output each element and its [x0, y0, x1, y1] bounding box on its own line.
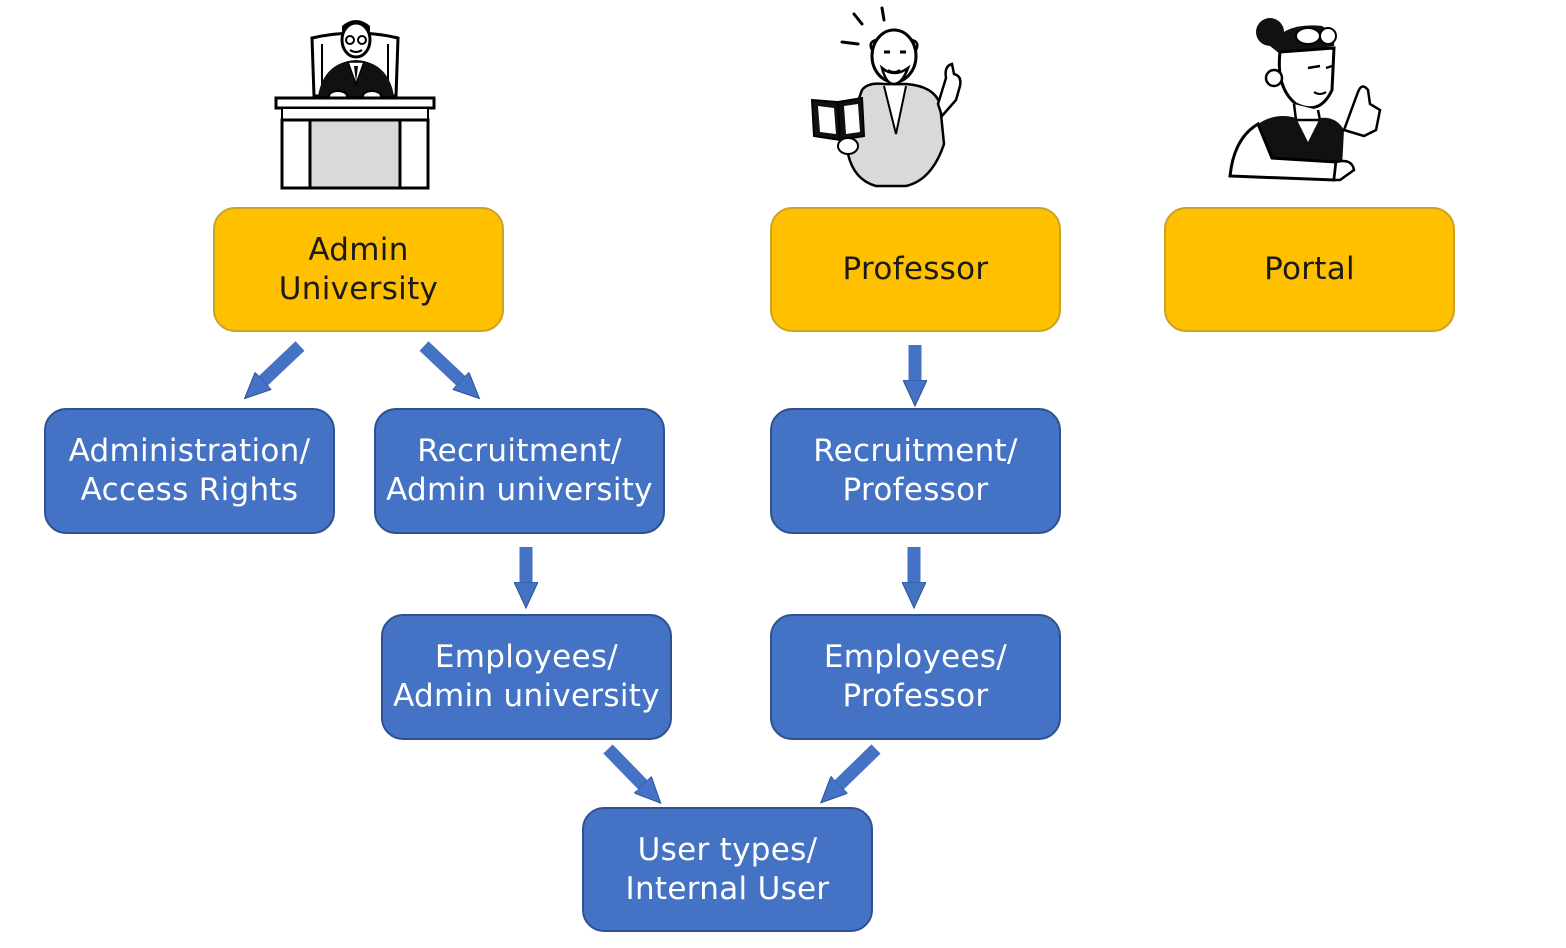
professor-with-book-icon — [810, 6, 962, 188]
woman-pointing-icon — [1228, 18, 1382, 182]
node-administration-access-rights: Administration/ Access Rights — [44, 408, 335, 534]
node-user-types-line2: Internal User — [625, 870, 830, 907]
node-employees-prof-line2: Professor — [842, 678, 989, 714]
node-recruit-prof-line1: Recruitment/ — [813, 433, 1018, 469]
node-admin-access-line2: Access Rights — [80, 472, 299, 508]
node-employees-admin-university: Employees/ Admin university — [381, 614, 672, 740]
node-recruit-prof-line2: Professor — [842, 472, 989, 508]
arrow-admin-to-recruit — [419, 341, 462, 382]
node-employees-professor: Employees/ Professor — [770, 614, 1061, 740]
node-employees-admin-line2: Admin university — [393, 678, 660, 714]
node-user-types-internal-user: User types/ Internal User — [582, 807, 873, 932]
role-portal-label: Portal — [1264, 251, 1355, 287]
node-admin-access-line1: Administration/ — [68, 433, 311, 469]
arrow-admin-to-access — [262, 341, 305, 382]
node-recruitment-admin-university: Recruitment/ Admin university — [374, 408, 665, 534]
role-admin-line2: University — [278, 270, 439, 307]
arrow-employees-prof-to-usertypes — [838, 744, 881, 786]
node-recruit-admin-line2: Admin university — [386, 472, 653, 508]
node-user-types-line1: User types/ — [637, 831, 818, 868]
role-admin-university: Admin University — [213, 207, 504, 332]
role-portal: Portal — [1164, 207, 1455, 332]
role-admin-line1: Admin — [308, 231, 409, 268]
node-employees-admin-line1: Employees/ — [434, 639, 619, 675]
arrow-employees-admin-to-usertypes — [603, 744, 644, 786]
node-employees-prof-line1: Employees/ — [823, 639, 1008, 675]
role-professor: Professor — [770, 207, 1061, 332]
executive-at-desk-icon — [274, 20, 436, 190]
role-professor-label: Professor — [842, 251, 989, 287]
node-recruitment-professor: Recruitment/ Professor — [770, 408, 1061, 534]
node-recruit-admin-line1: Recruitment/ — [417, 433, 622, 469]
